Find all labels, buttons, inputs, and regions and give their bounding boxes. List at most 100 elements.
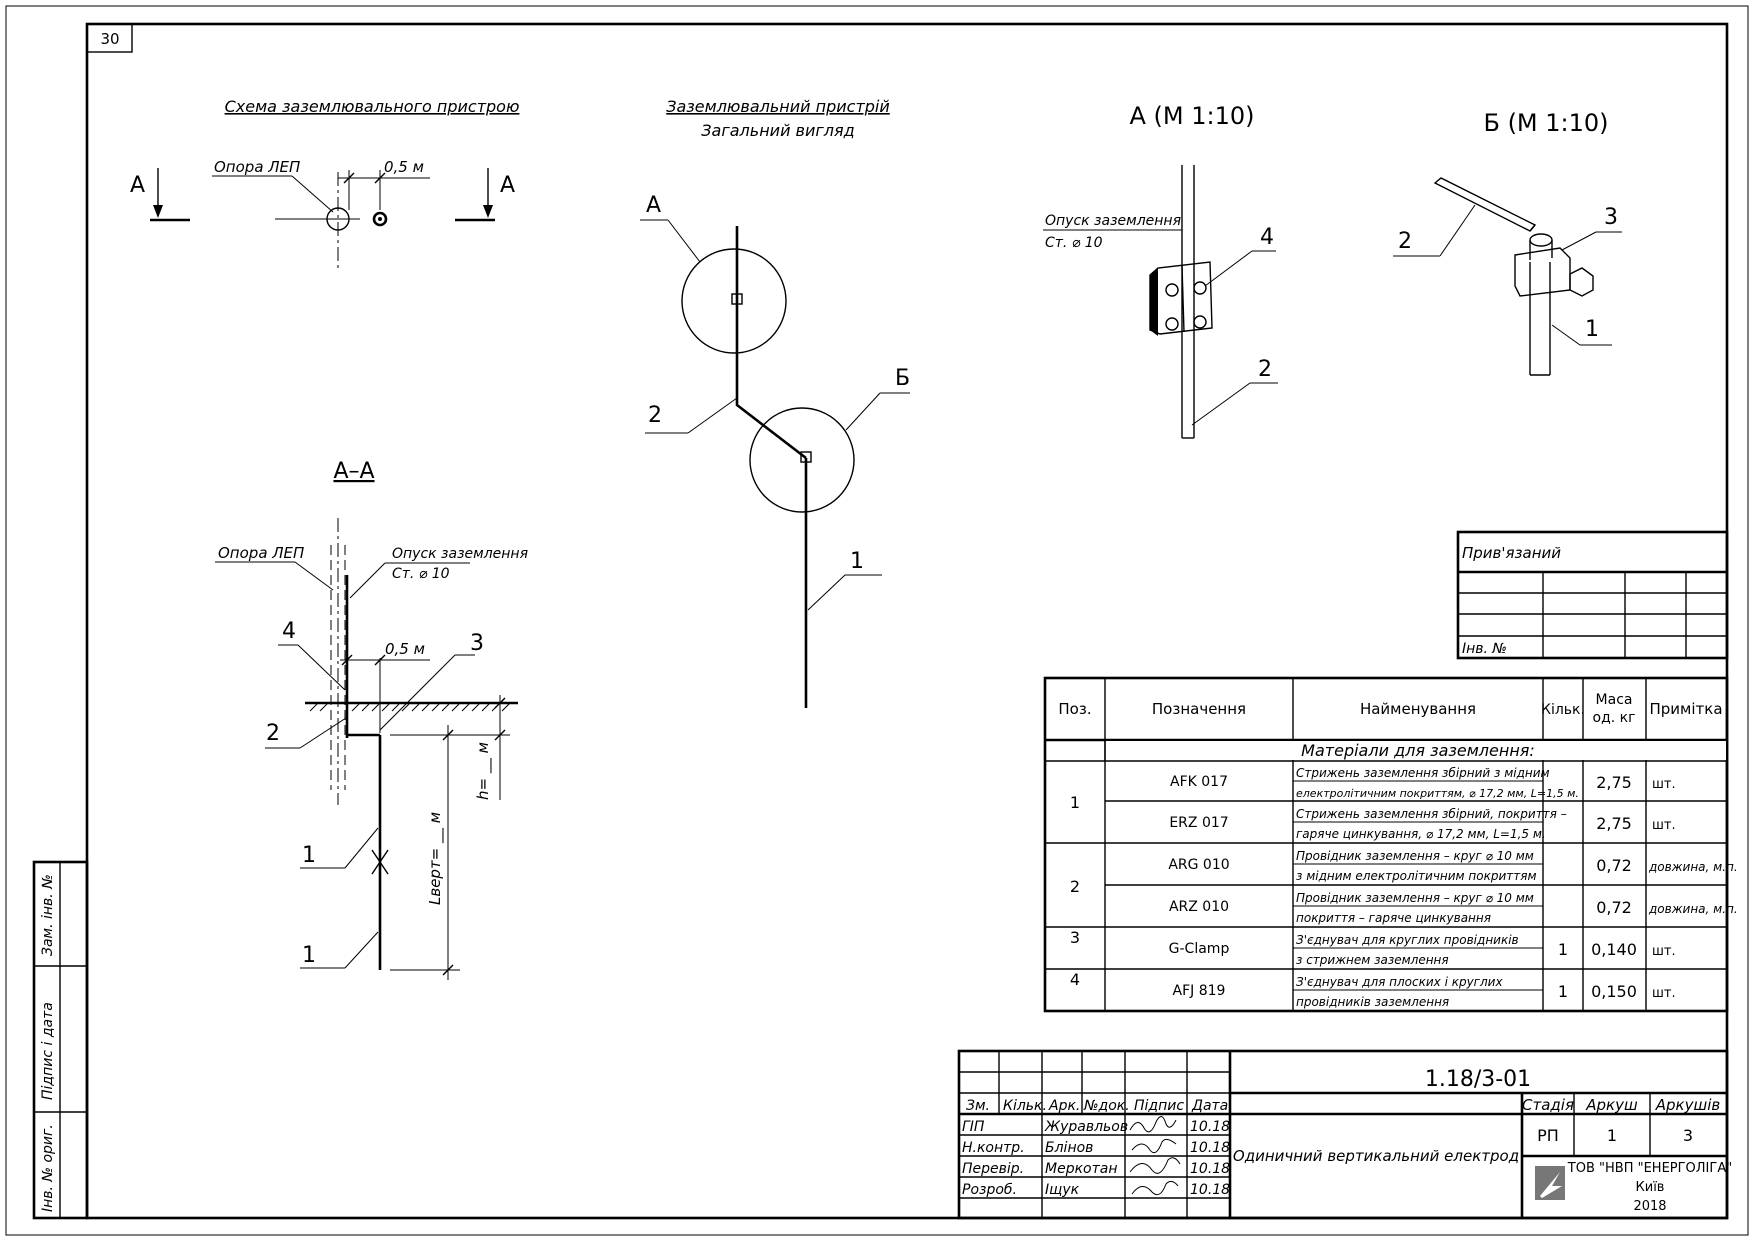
spec-header-qty: Кільк. [1541,702,1585,718]
tb-person-date: 10.18 [1190,1182,1230,1198]
spec-row-name1: Провідник заземлення – круг ⌀ 10 мм [1296,849,1534,863]
sheet-corner-label: 30 [100,30,119,48]
sheet-corner-box [86,23,133,53]
spec-row-pos-2: 2 [1070,877,1080,896]
spec-row-name1: Провідник заземлення – круг ⌀ 10 мм [1296,891,1534,905]
spec-row-note: шт. [1652,777,1676,792]
section-aa-pos4: 4 [282,619,296,644]
spec-row-mass: 0,150 [1591,982,1637,1001]
sheets-header: Аркушів [1655,1096,1721,1114]
schema-section-left: А [130,173,145,198]
section-aa-depth-label: h= __ м [474,742,493,800]
tb-role: Н.контр. [962,1140,1025,1156]
spec-row-pos-3: 3 [1070,928,1080,947]
company-name: ТОВ "НВП "ЕНЕРГОЛІГА" [1567,1161,1732,1176]
general-view-pos2: 2 [648,403,662,428]
spec-row-code: AFK 017 [1170,774,1228,790]
view-b-detail: Б (М 1:10) 3 2 1 [1393,109,1622,376]
spec-row-code: ERZ 017 [1169,815,1228,831]
spec-header-mass2: од. кг [1593,710,1636,726]
section-aa-pos1a: 1 [302,843,316,868]
general-view-title2: Загальний вигляд [701,121,854,140]
spec-header-mass1: Маса [1596,692,1633,708]
stage-value: РП [1537,1126,1559,1145]
section-aa-title: А–А [333,459,374,484]
tb-header-doc: №док. [1083,1098,1130,1114]
spec-row-name1: З'єднувач для плоских і круглих [1296,975,1503,989]
company-city: Київ [1636,1180,1665,1195]
callout-circle-a [681,248,787,354]
spec-row-name2: провідників заземлення [1296,995,1449,1009]
spec-row-name2: гаряче цинкування, ⌀ 17,2 мм, L=1,5 м. [1296,827,1546,841]
sheet-header: Аркуш [1585,1096,1638,1114]
spec-row-name1: Стрижень заземлення збірний з мідним [1296,766,1550,780]
spec-row-note: довжина, м.п. [1648,860,1738,874]
tb-person-date: 10.18 [1190,1161,1230,1177]
company-logo [1535,1166,1565,1200]
tb-person-date: 10.18 [1190,1140,1230,1156]
tb-role: Розроб. [962,1182,1017,1198]
spec-row-note: шт. [1652,818,1676,833]
view-b-pos3: 3 [1604,205,1618,230]
section-aa-view: А–А 0,5 м [215,459,528,980]
view-a-clamp [1149,261,1213,335]
spec-row-code: ARG 010 [1168,857,1229,873]
spec-row-pos-4: 4 [1070,970,1080,989]
binding-inv-label: Інв. № [1462,641,1507,657]
section-aa-downlead-label2: Ст. ⌀ 10 [392,566,450,582]
sheets-value: 3 [1683,1126,1693,1145]
spec-header-note: Примітка [1649,700,1722,718]
spec-row-name1: З'єднувач для круглих провідників [1296,933,1519,947]
company-year: 2018 [1633,1199,1666,1214]
view-a-label1: Опуск заземлення [1045,213,1181,229]
tb-header-date: Дата [1191,1098,1228,1114]
spec-row-name2: з мідним електролітичним покриттям [1296,869,1537,883]
outer-frame [5,5,1749,1236]
tb-person-name: Журавльов [1044,1119,1128,1135]
schema-view: Схема заземлювального пристрою А А 0,5 м… [130,97,519,272]
view-b-clamp [1514,247,1571,297]
tb-role: ГІП [962,1119,985,1135]
signatures [1129,1116,1181,1196]
callout-circle-b [749,407,855,513]
side-stamp: Зам. інв. № Підпис і дата Інв. № ориг. [32,860,89,1220]
schema-electrode [372,211,388,227]
side-stamp-sign: Підпис і дата [40,1002,56,1100]
tb-header-qty: Кільк. [1003,1098,1047,1114]
spec-row-code: ARZ 010 [1169,899,1229,915]
spec-row-mass: 2,75 [1596,773,1632,792]
tb-person-date: 10.18 [1190,1119,1230,1135]
binding-title: Прив'язаний [1462,544,1561,562]
tb-person-name: Іщук [1045,1182,1080,1198]
general-view-callout-b: Б [895,366,910,391]
schema-section-right: А [500,173,515,198]
view-b-pos2: 2 [1398,229,1412,254]
view-a-label2: Ст. ⌀ 10 [1045,235,1103,251]
general-view-callout-a: А [646,193,661,218]
doc-code: 1.18/3-01 [1425,1067,1531,1092]
tb-header-sheet: Арк. [1048,1098,1080,1114]
spec-row-code: AFJ 819 [1173,983,1226,999]
section-aa-pos2: 2 [266,721,280,746]
view-a-title: А (М 1:10) [1129,102,1254,130]
section-aa-distance: 0,5 м [385,640,425,658]
doc-name: Одиничний вертикальний електрод [1233,1147,1519,1165]
view-b-title: Б (М 1:10) [1483,109,1608,137]
spec-row-note: шт. [1652,944,1676,959]
tb-person-name: Блінов [1045,1140,1093,1156]
section-aa-pos3: 3 [470,631,484,656]
spec-section-title: Матеріали для заземлення: [1301,741,1535,760]
side-stamp-inv: Інв. № ориг. [40,1124,56,1212]
spec-row-qty: 1 [1558,982,1568,1001]
view-a-detail: А (М 1:10) Опуск заземлення Ст. ⌀ 10 4 2 [1043,102,1278,439]
stage-header: Стадія [1522,1096,1574,1114]
spec-row-mass: 0,72 [1596,856,1632,875]
side-stamp-zam: Зам. інв. № [40,874,56,956]
sheet-value: 1 [1607,1126,1617,1145]
spec-row-qty: 1 [1558,940,1568,959]
spec-row-name2: покриття – гаряче цинкування [1296,911,1491,925]
tb-header-zm: Зм. [966,1098,990,1114]
binding-table: Прив'язаний Інв. № [1456,530,1729,660]
section-aa-downlead-label1: Опуск заземлення [392,546,528,562]
spec-row-mass: 0,72 [1596,898,1632,917]
